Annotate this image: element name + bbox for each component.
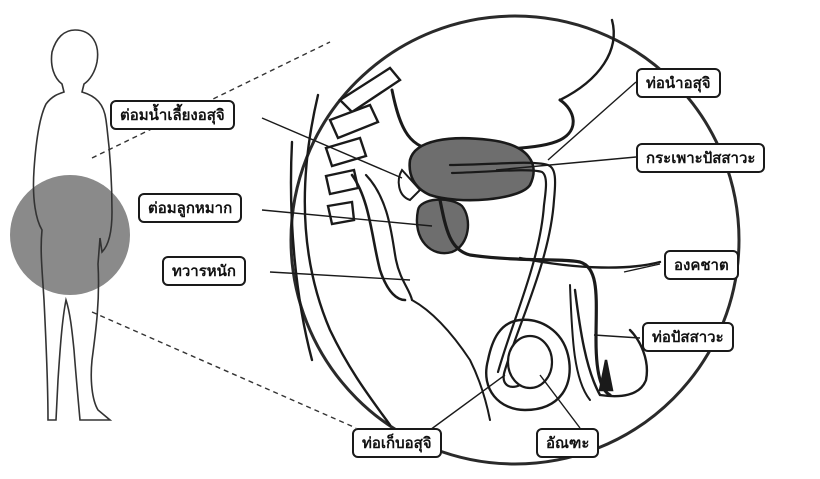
label-anus: ทวารหนัก <box>162 256 246 286</box>
label-seminal-vesicle: ต่อมน้ำเลี้ยงอสุจิ <box>110 100 235 130</box>
label-urethra: ท่อปัสสาวะ <box>642 322 734 352</box>
label-epididymis: ท่อเก็บอสุจิ <box>352 428 442 458</box>
label-testis: อัณฑะ <box>536 428 599 458</box>
label-bladder: กระเพาะปัสสาวะ <box>636 143 765 173</box>
label-vas-deferens: ท่อนำอสุจิ <box>636 68 721 98</box>
label-penis: องคชาต <box>664 250 739 280</box>
label-prostate: ต่อมลูกหมาก <box>138 193 242 223</box>
